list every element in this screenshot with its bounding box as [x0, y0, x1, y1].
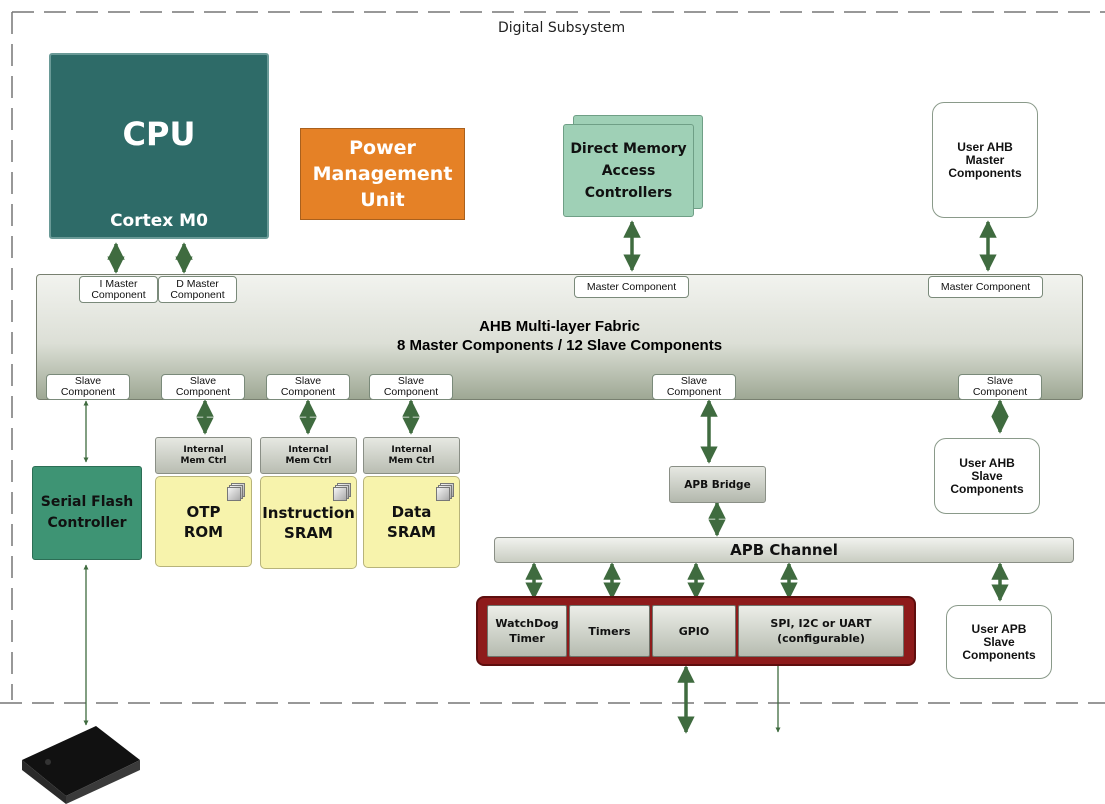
slave-port-otp: Slave Component — [161, 374, 245, 400]
watchdog-line2: Timer — [509, 632, 545, 645]
user-ahb-slave-line3: Components — [950, 481, 1024, 496]
i-master-port: I Master Component — [79, 276, 158, 303]
apb-bridge: APB Bridge — [669, 466, 766, 503]
slave-port-line2: Component — [60, 386, 116, 398]
mem-ctrl-otp: Internal Mem Ctrl — [155, 437, 252, 474]
slave-port-apb-bridge: Slave Component — [652, 374, 736, 400]
apb-channel: APB Channel — [494, 537, 1074, 563]
serial-flash-controller: Serial Flash Controller — [32, 466, 142, 560]
instruction-sram: Instruction SRAM — [260, 476, 357, 569]
user-apb-slave-components: User APB Slave Components — [946, 605, 1052, 679]
d-master-line2: Component — [170, 288, 225, 301]
cpu-title: CPU — [122, 115, 196, 153]
memory-stack-icon — [227, 483, 245, 501]
flash-chip-icon — [22, 726, 140, 804]
mem-ctrl-line2: Mem Ctrl — [285, 455, 332, 466]
user-ahb-master-line3: Components — [948, 165, 1022, 180]
mem-ctrl-line2: Mem Ctrl — [388, 455, 435, 466]
user-ahb-slave-line2: Slave — [971, 468, 1003, 483]
pmu-line2: Management — [312, 163, 453, 185]
slave-port-line2: Component — [280, 386, 336, 398]
slave-port-line1: Slave — [189, 375, 217, 387]
slave-port-line2: Component — [666, 386, 722, 398]
user-ahb-slave-line1: User AHB — [959, 455, 1015, 470]
user-apb-slave-line3: Components — [962, 647, 1036, 662]
memory-stack-icon — [333, 483, 351, 501]
user-ahb-master-line1: User AHB — [957, 139, 1013, 154]
otp-line1: OTP — [186, 502, 221, 521]
slave-port-line2: Component — [383, 386, 439, 398]
cpu-subtitle: Cortex M0 — [110, 211, 208, 231]
dma-controllers: Direct Memory Access Controllers — [563, 124, 694, 217]
gpio: GPIO — [652, 605, 736, 657]
slave-port-user-ahb: Slave Component — [958, 374, 1042, 400]
region-boundary — [0, 11, 1105, 704]
otp-rom: OTP ROM — [155, 476, 252, 567]
mem-ctrl-isram: Internal Mem Ctrl — [260, 437, 357, 474]
dsram-line1: Data — [391, 503, 432, 521]
isram-line2: SRAM — [284, 523, 333, 542]
serial-interface: SPI, I2C or UART (configurable) — [738, 605, 904, 657]
region-label: Digital Subsystem — [498, 20, 626, 36]
fabric-line1: AHB Multi-layer Fabric — [479, 318, 640, 335]
dma-master-port: Master Component — [574, 276, 689, 298]
slave-port-serial-flash: Slave Component — [46, 374, 130, 400]
user-ahb-slave-components: User AHB Slave Components — [934, 438, 1040, 514]
slave-port-line1: Slave — [986, 375, 1014, 387]
user-master-port: Master Component — [928, 276, 1043, 298]
mem-ctrl-line1: Internal — [288, 444, 329, 455]
otp-line2: ROM — [183, 522, 224, 541]
cpu-block: CPU Cortex M0 — [49, 53, 269, 239]
timers: Timers — [569, 605, 650, 657]
i-master-line2: Component — [91, 288, 146, 301]
user-apb-slave-line1: User APB — [971, 621, 1027, 636]
i-master-line1: I Master — [99, 277, 138, 290]
pmu-line1: Power — [349, 137, 416, 159]
slave-port-dsram: Slave Component — [369, 374, 453, 400]
watchdog-timer: WatchDog Timer — [487, 605, 567, 657]
memory-stack-icon — [436, 483, 454, 501]
fabric-line2: 8 Master Components / 12 Slave Component… — [396, 337, 723, 354]
sfc-line1: Serial Flash — [40, 494, 134, 510]
dsram-line2: SRAM — [387, 523, 436, 541]
sfc-line2: Controller — [47, 515, 127, 531]
slave-port-isram: Slave Component — [266, 374, 350, 400]
slave-port-line1: Slave — [397, 375, 425, 387]
data-sram: Data SRAM — [363, 476, 460, 568]
mem-ctrl-dsram: Internal Mem Ctrl — [363, 437, 460, 474]
pmu-line3: Unit — [360, 189, 405, 211]
user-ahb-master-line2: Master — [965, 152, 1005, 167]
serial-line1: SPI, I2C or UART — [770, 617, 872, 630]
user-ahb-master-components: User AHB Master Components — [932, 102, 1038, 218]
slave-port-line2: Component — [972, 386, 1028, 398]
dma-line3: Controllers — [584, 184, 673, 201]
isram-line1: Instruction — [262, 503, 355, 522]
ahb-fabric-label: AHB Multi-layer Fabric 8 Master Componen… — [36, 316, 1083, 356]
user-apb-slave-line2: Slave — [983, 634, 1015, 649]
slave-port-line1: Slave — [294, 375, 322, 387]
d-master-port: D Master Component — [158, 276, 237, 303]
serial-line2: (configurable) — [777, 632, 865, 645]
dma-line2: Access — [601, 162, 656, 179]
slave-port-line1: Slave — [74, 375, 102, 387]
slave-port-line1: Slave — [680, 375, 708, 387]
power-management-unit: Power Management Unit — [300, 128, 465, 220]
watchdog-line1: WatchDog — [495, 617, 559, 630]
mem-ctrl-line1: Internal — [391, 444, 432, 455]
slave-port-line2: Component — [175, 386, 231, 398]
mem-ctrl-line1: Internal — [183, 444, 224, 455]
mem-ctrl-line2: Mem Ctrl — [180, 455, 227, 466]
d-master-line1: D Master — [176, 277, 219, 290]
dma-line1: Direct Memory — [570, 140, 687, 157]
